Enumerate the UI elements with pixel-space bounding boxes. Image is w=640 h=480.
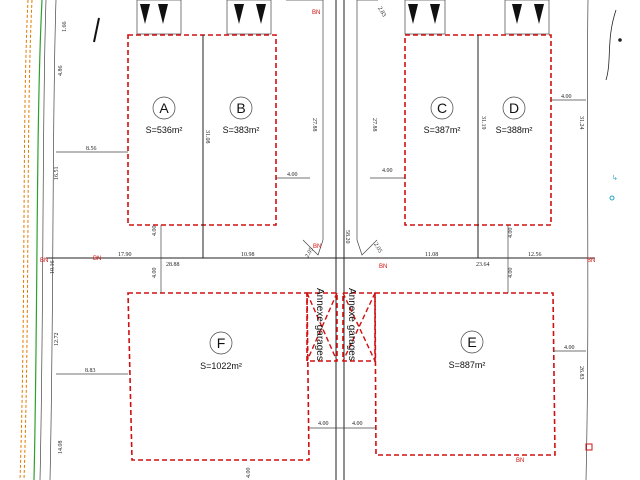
lot-e-area: S=887m² xyxy=(449,360,486,370)
dim-4-00-g: 4.00 xyxy=(352,421,363,427)
lot-d-letter: D xyxy=(509,100,519,116)
green-boundary xyxy=(33,0,43,480)
bn-label-left2: BN xyxy=(93,256,101,262)
lot-f-area: S=1022m² xyxy=(200,361,242,371)
dim-23-64: 23.64 xyxy=(476,262,490,268)
dim-4-00-top-right: 4.00 xyxy=(561,94,572,100)
lot-b-letter: B xyxy=(236,100,245,116)
dim-17-90: 17.90 xyxy=(118,252,132,258)
corner-right xyxy=(356,239,378,256)
dim-10-16: 10.16 xyxy=(50,261,56,275)
road-edge xyxy=(49,0,57,480)
dim-14-08: 14.08 xyxy=(58,441,64,455)
dim-2-05b: 2.05 xyxy=(372,242,382,254)
annex-right-label: Annexe garages xyxy=(346,288,357,361)
marker-square xyxy=(585,443,593,451)
bn-label-mid-left: BN xyxy=(313,244,321,250)
annex-garage-right xyxy=(342,292,376,362)
lot-f-outline xyxy=(127,292,310,461)
marker-cyan xyxy=(609,195,615,201)
bn-label-bottom: BN xyxy=(516,458,524,464)
bn-label-mid-right: BN xyxy=(379,264,387,270)
lot-e-letter: E xyxy=(467,334,476,350)
dim-4-00-f: 4.00 xyxy=(318,421,329,427)
marker-cyan-text: ↳ xyxy=(612,174,618,182)
bn-label-right: BN xyxy=(587,258,595,264)
lot-b-label: B S=383m² xyxy=(223,96,260,135)
dim-27-88a: 27.88 xyxy=(311,118,317,132)
dim-4-00-h: 4.00 xyxy=(246,468,252,479)
corner-left xyxy=(302,239,324,256)
lot-c-letter: C xyxy=(437,100,447,116)
dim-27-88b: 27.88 xyxy=(371,118,377,132)
lot-e-label: E S=887m² xyxy=(449,330,486,370)
dim-8-56: 8.56 xyxy=(86,146,97,152)
dim-4-00-e: 4.00 xyxy=(564,345,575,351)
dim-4-00-left: 4.00 xyxy=(152,226,158,237)
dim-4-00-b: 4.00 xyxy=(508,228,514,239)
marker-dot xyxy=(618,38,622,42)
dim-16-51: 16.51 xyxy=(54,167,60,181)
lot-d-label: D S=388m² xyxy=(496,96,533,135)
right-curve xyxy=(605,9,617,81)
dim-8-83: 8.83 xyxy=(85,368,96,374)
dim-31-24: 31.24 xyxy=(578,116,584,130)
dim-26-83: 26.83 xyxy=(578,366,584,380)
dim-4-00-d: 4.00 xyxy=(508,268,514,279)
dim-2-05a: 2.05 xyxy=(305,247,315,259)
lot-c-area: S=387m² xyxy=(424,125,461,135)
lot-a-letter: A xyxy=(159,100,169,116)
dim-10-98: 10.98 xyxy=(241,252,255,258)
dim-28-88: 28.88 xyxy=(166,262,180,268)
dim-4-00-c: 4.00 xyxy=(382,168,393,174)
lot-a-area: S=536m² xyxy=(146,125,183,135)
boundary-line xyxy=(39,0,47,480)
lot-f-label: F S=1022m² xyxy=(200,331,242,371)
bn-label-top: BN xyxy=(312,10,320,16)
orange-boundary-1 xyxy=(23,0,33,480)
annex-garage-left xyxy=(306,292,338,362)
lot-b-area: S=383m² xyxy=(223,125,260,135)
dim-11-08: 11.08 xyxy=(425,252,438,258)
dim-31-08: 31.08 xyxy=(204,130,210,144)
dim-2-83: 2.83 xyxy=(376,6,386,18)
dim-12-72: 12.72 xyxy=(54,333,60,347)
lot-ab-outline xyxy=(127,34,277,226)
lot-a-label: A S=536m² xyxy=(146,96,183,135)
dim-31-19: 31.19 xyxy=(480,116,486,130)
dim-4-00-a: 4.00 xyxy=(152,268,158,279)
lot-d-area: S=388m² xyxy=(496,125,533,135)
dim-1-66: 1.66 xyxy=(62,22,68,33)
right-boundary xyxy=(585,0,589,480)
lot-c-label: C S=387m² xyxy=(424,96,461,135)
bn-label-left: BN xyxy=(40,258,48,264)
marker-dash xyxy=(93,17,100,43)
annex-left-label: Annexe garages xyxy=(314,288,325,361)
lot-f-letter: F xyxy=(217,335,226,351)
parking-top-right xyxy=(404,0,550,35)
orange-boundary-2 xyxy=(19,0,29,480)
parking-top-left xyxy=(136,0,272,35)
dim-4-00-top-mid: 4.00 xyxy=(287,172,298,178)
lot-e-outline xyxy=(374,292,556,456)
dim-58-20: 58.20 xyxy=(344,230,350,244)
dim-4-86: 4.86 xyxy=(58,66,64,77)
dim-12-56: 12.56 xyxy=(528,252,542,258)
